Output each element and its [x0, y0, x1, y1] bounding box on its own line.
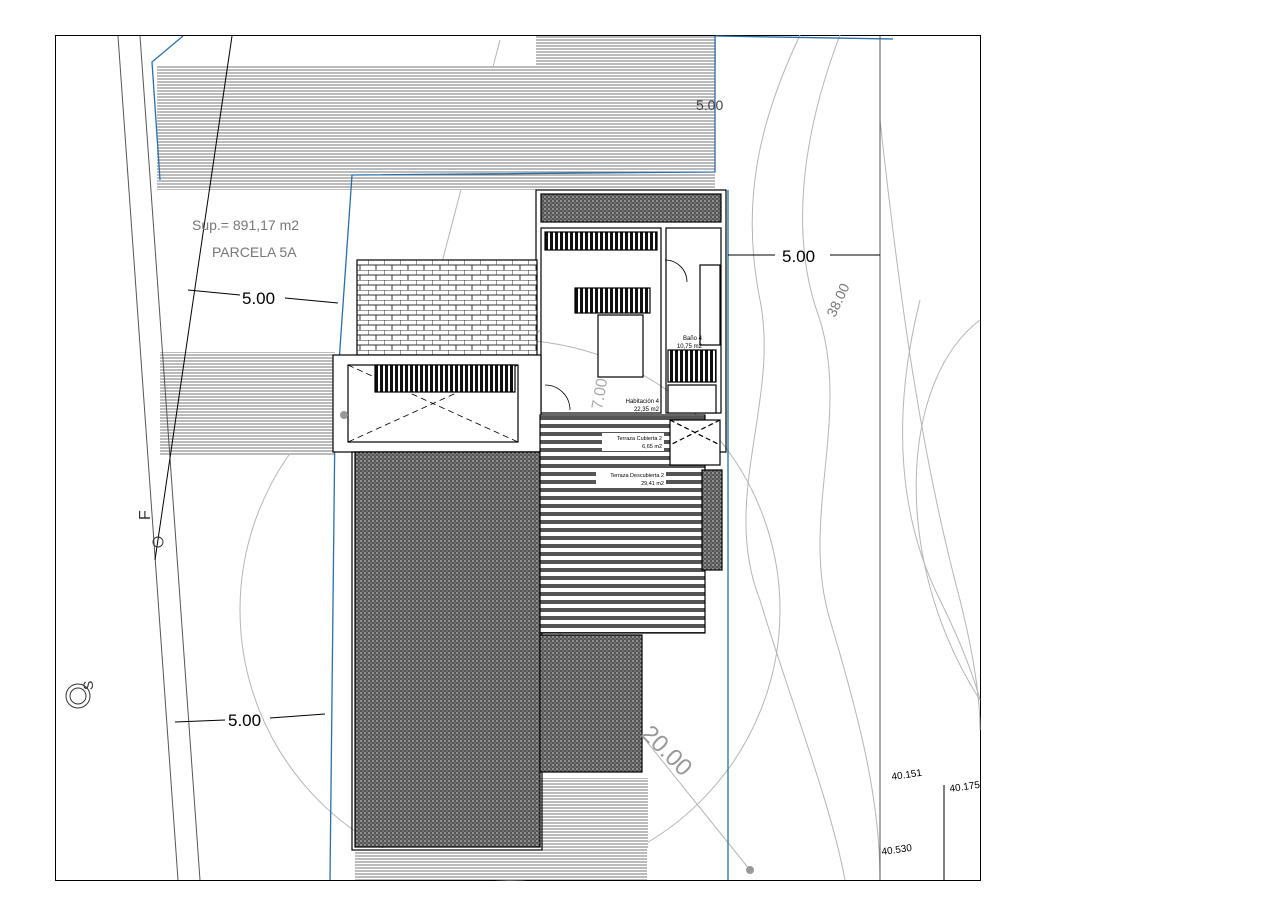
symbol-s: S: [80, 681, 96, 690]
setback-dimension: 5.00: [242, 289, 275, 308]
contour-label: 7.00: [589, 377, 611, 411]
room-area: 6,65 m2: [642, 444, 662, 450]
setback-dimension: 5.00: [228, 711, 261, 730]
room-labels: Habitación 4 22,35 m2 Baño 4 10,75 m2 Te…: [596, 336, 703, 488]
room-name: Terraza Descubierta 2: [610, 473, 664, 479]
plot-area-label: Sup.= 891,17 m2: [192, 217, 299, 233]
elevation-label: 40.175: [949, 780, 981, 795]
drawing-frame: [55, 35, 981, 881]
room-name: Habitación 4: [626, 399, 660, 405]
symbol-f: F: [137, 510, 154, 520]
setback-dimension: 5.00: [782, 247, 815, 266]
elevation-label: 40.151: [891, 768, 923, 783]
elevation-label: 40.530: [881, 843, 913, 858]
room-area: 29,41 m2: [641, 481, 664, 487]
dimension-lines: [174, 254, 880, 723]
room-name: Baño 4: [683, 336, 703, 342]
contour-label: 20.00: [636, 720, 698, 782]
parcel-label: PARCELA 5A: [212, 244, 297, 260]
site-symbols: [65, 536, 164, 709]
hatched-areas: [157, 36, 716, 880]
road-lines: [117, 35, 233, 881]
room-name: Terraza Cubierta 2: [617, 436, 662, 442]
setback-dimension: 5.00: [696, 97, 723, 113]
property-boundary: [151, 35, 894, 881]
contour-label: 38.00: [823, 281, 852, 320]
room-area: 10,75 m2: [677, 344, 703, 350]
building: [332, 189, 754, 874]
room-area: 22,35 m2: [634, 407, 660, 413]
